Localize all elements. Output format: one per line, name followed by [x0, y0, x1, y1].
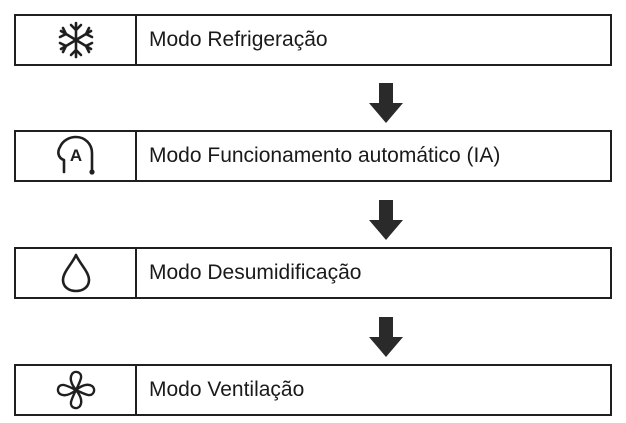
- mode-fan-icon-cell: [16, 366, 137, 414]
- mode-dehumidify-box: Modo Desumidificação: [14, 247, 612, 299]
- mode-dehumidify-label: Modo Desumidificação: [149, 261, 362, 284]
- down-arrow-icon: [369, 317, 403, 357]
- flow-arrow-1: [368, 83, 404, 123]
- mode-auto-label: Modo Funcionamento automático (IA): [149, 144, 501, 167]
- mode-cooling-box: Modo Refrigeração: [14, 14, 612, 66]
- mode-auto-icon-cell: A: [16, 132, 137, 180]
- flow-arrow-3: [368, 317, 404, 357]
- mode-cooling-icon-cell: [16, 16, 137, 64]
- mode-dehumidify-icon-cell: [16, 249, 137, 297]
- auto-ai-icon: A: [56, 135, 95, 175]
- mode-fan-label: Modo Ventilação: [149, 378, 305, 401]
- svg-text:A: A: [69, 146, 81, 165]
- snowflake-icon: [58, 21, 93, 59]
- water-drop-icon: [61, 253, 90, 293]
- flow-arrow-2: [368, 200, 404, 240]
- down-arrow-icon: [369, 83, 403, 123]
- fan-icon: [56, 370, 95, 410]
- down-arrow-icon: [369, 200, 403, 240]
- mode-auto-box: A Modo Funcionamento automático (IA): [14, 130, 612, 182]
- mode-cooling-label: Modo Refrigeração: [149, 28, 328, 51]
- mode-fan-box: Modo Ventilação: [14, 364, 612, 416]
